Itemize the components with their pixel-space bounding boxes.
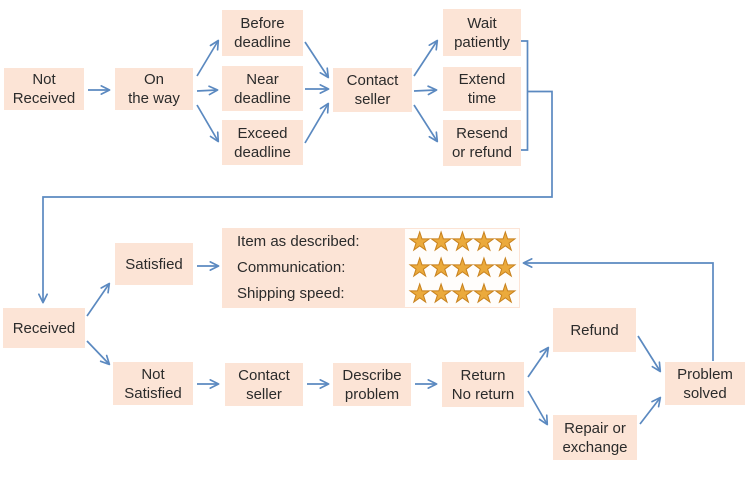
arrow-refund-to-problem-solved	[637, 335, 662, 373]
node-resend-or-refund: Resend or refund	[443, 120, 521, 166]
node-contact-seller-top: Contact seller	[333, 68, 412, 112]
rating-box: Item as described: Communication: Shippi…	[222, 228, 520, 308]
arrow-on-the-way-to-exceed-deadline	[196, 104, 220, 143]
arrow-exceed-deadline-to-contact-seller	[304, 102, 330, 144]
arrow-contact-seller-to-wait-patiently	[413, 39, 439, 77]
node-describe-problem: Describe problem	[333, 363, 411, 406]
bracket-outcomes	[519, 40, 529, 151]
node-wait-patiently: Wait patiently	[443, 9, 521, 56]
node-on-the-way: On the way	[115, 68, 193, 110]
node-near-deadline: Near deadline	[222, 66, 303, 111]
arrow-on-the-way-to-before-deadline	[196, 39, 220, 77]
connector-problem-solved-to-rating	[522, 258, 714, 361]
rating-label-shipping-speed: Shipping speed:	[237, 285, 345, 302]
star-rating-shipping-speed: ★★★★★	[408, 281, 517, 307]
arrow-received-to-not-satisfied	[86, 340, 111, 366]
arrow-before-deadline-to-contact-seller	[304, 41, 330, 79]
star-panel: ★★★★★ ★★★★★ ★★★★★	[405, 229, 519, 307]
node-refund: Refund	[553, 308, 636, 352]
node-before-deadline: Before deadline	[222, 10, 303, 56]
node-not-satisfied: Not Satisfied	[113, 362, 193, 405]
arrow-received-to-satisfied	[86, 282, 111, 317]
node-repair-or-exchange: Repair or exchange	[553, 415, 637, 460]
rating-label-item-as-described: Item as described:	[237, 233, 360, 250]
arrow-contact-seller-to-extend-time	[413, 85, 438, 96]
node-extend-time: Extend time	[443, 67, 521, 111]
node-contact-seller-bottom: Contact seller	[225, 363, 303, 406]
arrow-return-to-repair	[527, 390, 549, 426]
node-satisfied: Satisfied	[115, 243, 193, 285]
arrow-contact-seller-to-resend-or-refund	[413, 104, 439, 143]
star-rating-communication: ★★★★★	[408, 255, 517, 281]
node-not-received: Not Received	[4, 68, 84, 110]
node-problem-solved: Problem solved	[665, 362, 745, 405]
rating-labels: Item as described: Communication: Shippi…	[222, 228, 520, 308]
node-return-no-return: Return No return	[442, 362, 524, 407]
node-received: Received	[3, 308, 85, 348]
arrow-return-to-refund	[527, 346, 550, 378]
node-exceed-deadline: Exceed deadline	[222, 120, 303, 165]
rating-label-communication: Communication:	[237, 259, 346, 276]
connector-outcomes-to-received	[38, 90, 553, 304]
arrow-repair-to-problem-solved	[639, 396, 662, 425]
arrow-on-the-way-to-near-deadline	[196, 85, 219, 96]
star-rating-item-as-described: ★★★★★	[408, 229, 517, 255]
